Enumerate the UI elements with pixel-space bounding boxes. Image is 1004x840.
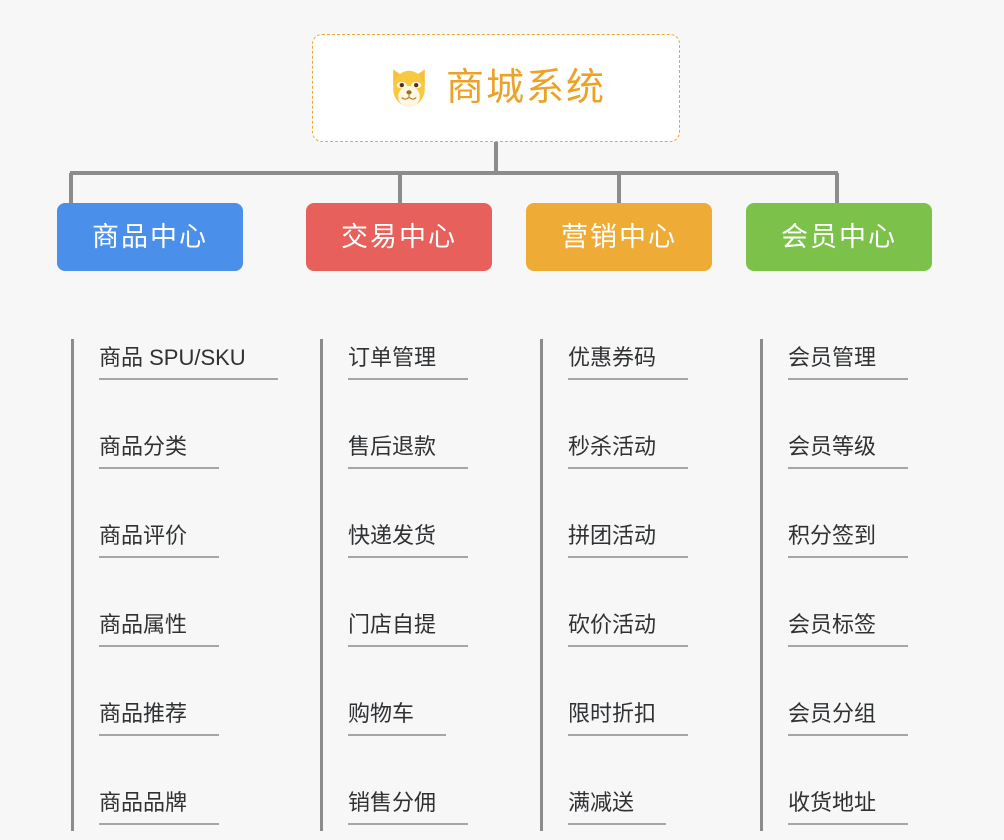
leaf-label: 满减送: [568, 790, 667, 825]
branch-spine: [760, 339, 763, 831]
leaf-label: 会员等级: [788, 434, 909, 469]
leaf-label: 秒杀活动: [568, 434, 689, 469]
leaf-item[interactable]: 商品品牌: [57, 742, 307, 831]
leaf-label: 会员分组: [788, 701, 909, 736]
leaf-label: 限时折扣: [568, 701, 689, 736]
branch-header-product[interactable]: 商品中心: [57, 203, 243, 271]
root-title: 商城系统: [445, 67, 606, 109]
branch-column-trade: 交易中心 订单管理 售后退款 快递发货 门店自提 购物车 销售分佣: [306, 203, 526, 831]
leaf-item[interactable]: 拼团活动: [526, 475, 746, 564]
leaf-item[interactable]: 商品 SPU/SKU: [57, 297, 307, 386]
branch-items-marketing: 优惠券码 秒杀活动 拼团活动 砍价活动 限时折扣 满减送: [526, 271, 746, 831]
branch-items-member: 会员管理 会员等级 积分签到 会员标签 会员分组 收货地址: [746, 271, 966, 831]
leaf-label: 商品品牌: [99, 790, 220, 825]
leaf-label: 收货地址: [788, 790, 909, 825]
leaf-item[interactable]: 门店自提: [306, 564, 526, 653]
leaf-label: 积分签到: [788, 523, 909, 558]
leaf-item[interactable]: 销售分佣: [306, 742, 526, 831]
leaf-item[interactable]: 商品评价: [57, 475, 307, 564]
leaf-label: 商品属性: [99, 612, 220, 647]
branch-column-marketing: 营销中心 优惠券码 秒杀活动 拼团活动 砍价活动 限时折扣 满减送: [526, 203, 746, 831]
branch-column-member: 会员中心 会员管理 会员等级 积分签到 会员标签 会员分组 收货地址: [746, 203, 966, 831]
leaf-label: 商品分类: [99, 434, 220, 469]
leaf-item[interactable]: 会员等级: [746, 386, 966, 475]
leaf-label: 优惠券码: [568, 345, 689, 380]
root-node[interactable]: 商城系统: [312, 34, 680, 142]
leaf-item[interactable]: 会员标签: [746, 564, 966, 653]
leaf-label: 商品 SPU/SKU: [99, 345, 278, 380]
leaf-item[interactable]: 售后退款: [306, 386, 526, 475]
branch-spine: [71, 339, 74, 831]
branch-spine: [540, 339, 543, 831]
leaf-item[interactable]: 优惠券码: [526, 297, 746, 386]
leaf-label: 会员标签: [788, 612, 909, 647]
leaf-label: 售后退款: [348, 434, 469, 469]
leaf-item[interactable]: 收货地址: [746, 742, 966, 831]
leaf-item[interactable]: 限时折扣: [526, 653, 746, 742]
leaf-item[interactable]: 积分签到: [746, 475, 966, 564]
leaf-label: 会员管理: [788, 345, 909, 380]
leaf-item[interactable]: 砍价活动: [526, 564, 746, 653]
leaf-label: 商品推荐: [99, 701, 220, 736]
leaf-label: 商品评价: [99, 523, 220, 558]
leaf-item[interactable]: 商品分类: [57, 386, 307, 475]
leaf-label: 购物车: [348, 701, 447, 736]
leaf-item[interactable]: 商品推荐: [57, 653, 307, 742]
branch-header-member[interactable]: 会员中心: [746, 203, 932, 271]
dog-face-icon: [393, 69, 425, 108]
branch-column-product: 商品中心 商品 SPU/SKU 商品分类 商品评价 商品属性 商品推荐 商品品牌: [57, 203, 307, 831]
branch-spine: [320, 339, 323, 831]
branch-header-trade[interactable]: 交易中心: [306, 203, 492, 271]
leaf-item[interactable]: 购物车: [306, 653, 526, 742]
branch-items-trade: 订单管理 售后退款 快递发货 门店自提 购物车 销售分佣: [306, 271, 526, 831]
leaf-label: 快递发货: [348, 523, 469, 558]
leaf-label: 销售分佣: [348, 790, 469, 825]
leaf-item[interactable]: 秒杀活动: [526, 386, 746, 475]
leaf-item[interactable]: 会员分组: [746, 653, 966, 742]
leaf-label: 砍价活动: [568, 612, 689, 647]
leaf-label: 门店自提: [348, 612, 469, 647]
leaf-label: 订单管理: [348, 345, 469, 380]
leaf-item[interactable]: 快递发货: [306, 475, 526, 564]
leaf-item[interactable]: 商品属性: [57, 564, 307, 653]
leaf-label: 拼团活动: [568, 523, 689, 558]
branch-header-marketing[interactable]: 营销中心: [526, 203, 712, 271]
leaf-item[interactable]: 满减送: [526, 742, 746, 831]
leaf-item[interactable]: 订单管理: [306, 297, 526, 386]
leaf-item[interactable]: 会员管理: [746, 297, 966, 386]
branch-items-product: 商品 SPU/SKU 商品分类 商品评价 商品属性 商品推荐 商品品牌: [57, 271, 307, 831]
